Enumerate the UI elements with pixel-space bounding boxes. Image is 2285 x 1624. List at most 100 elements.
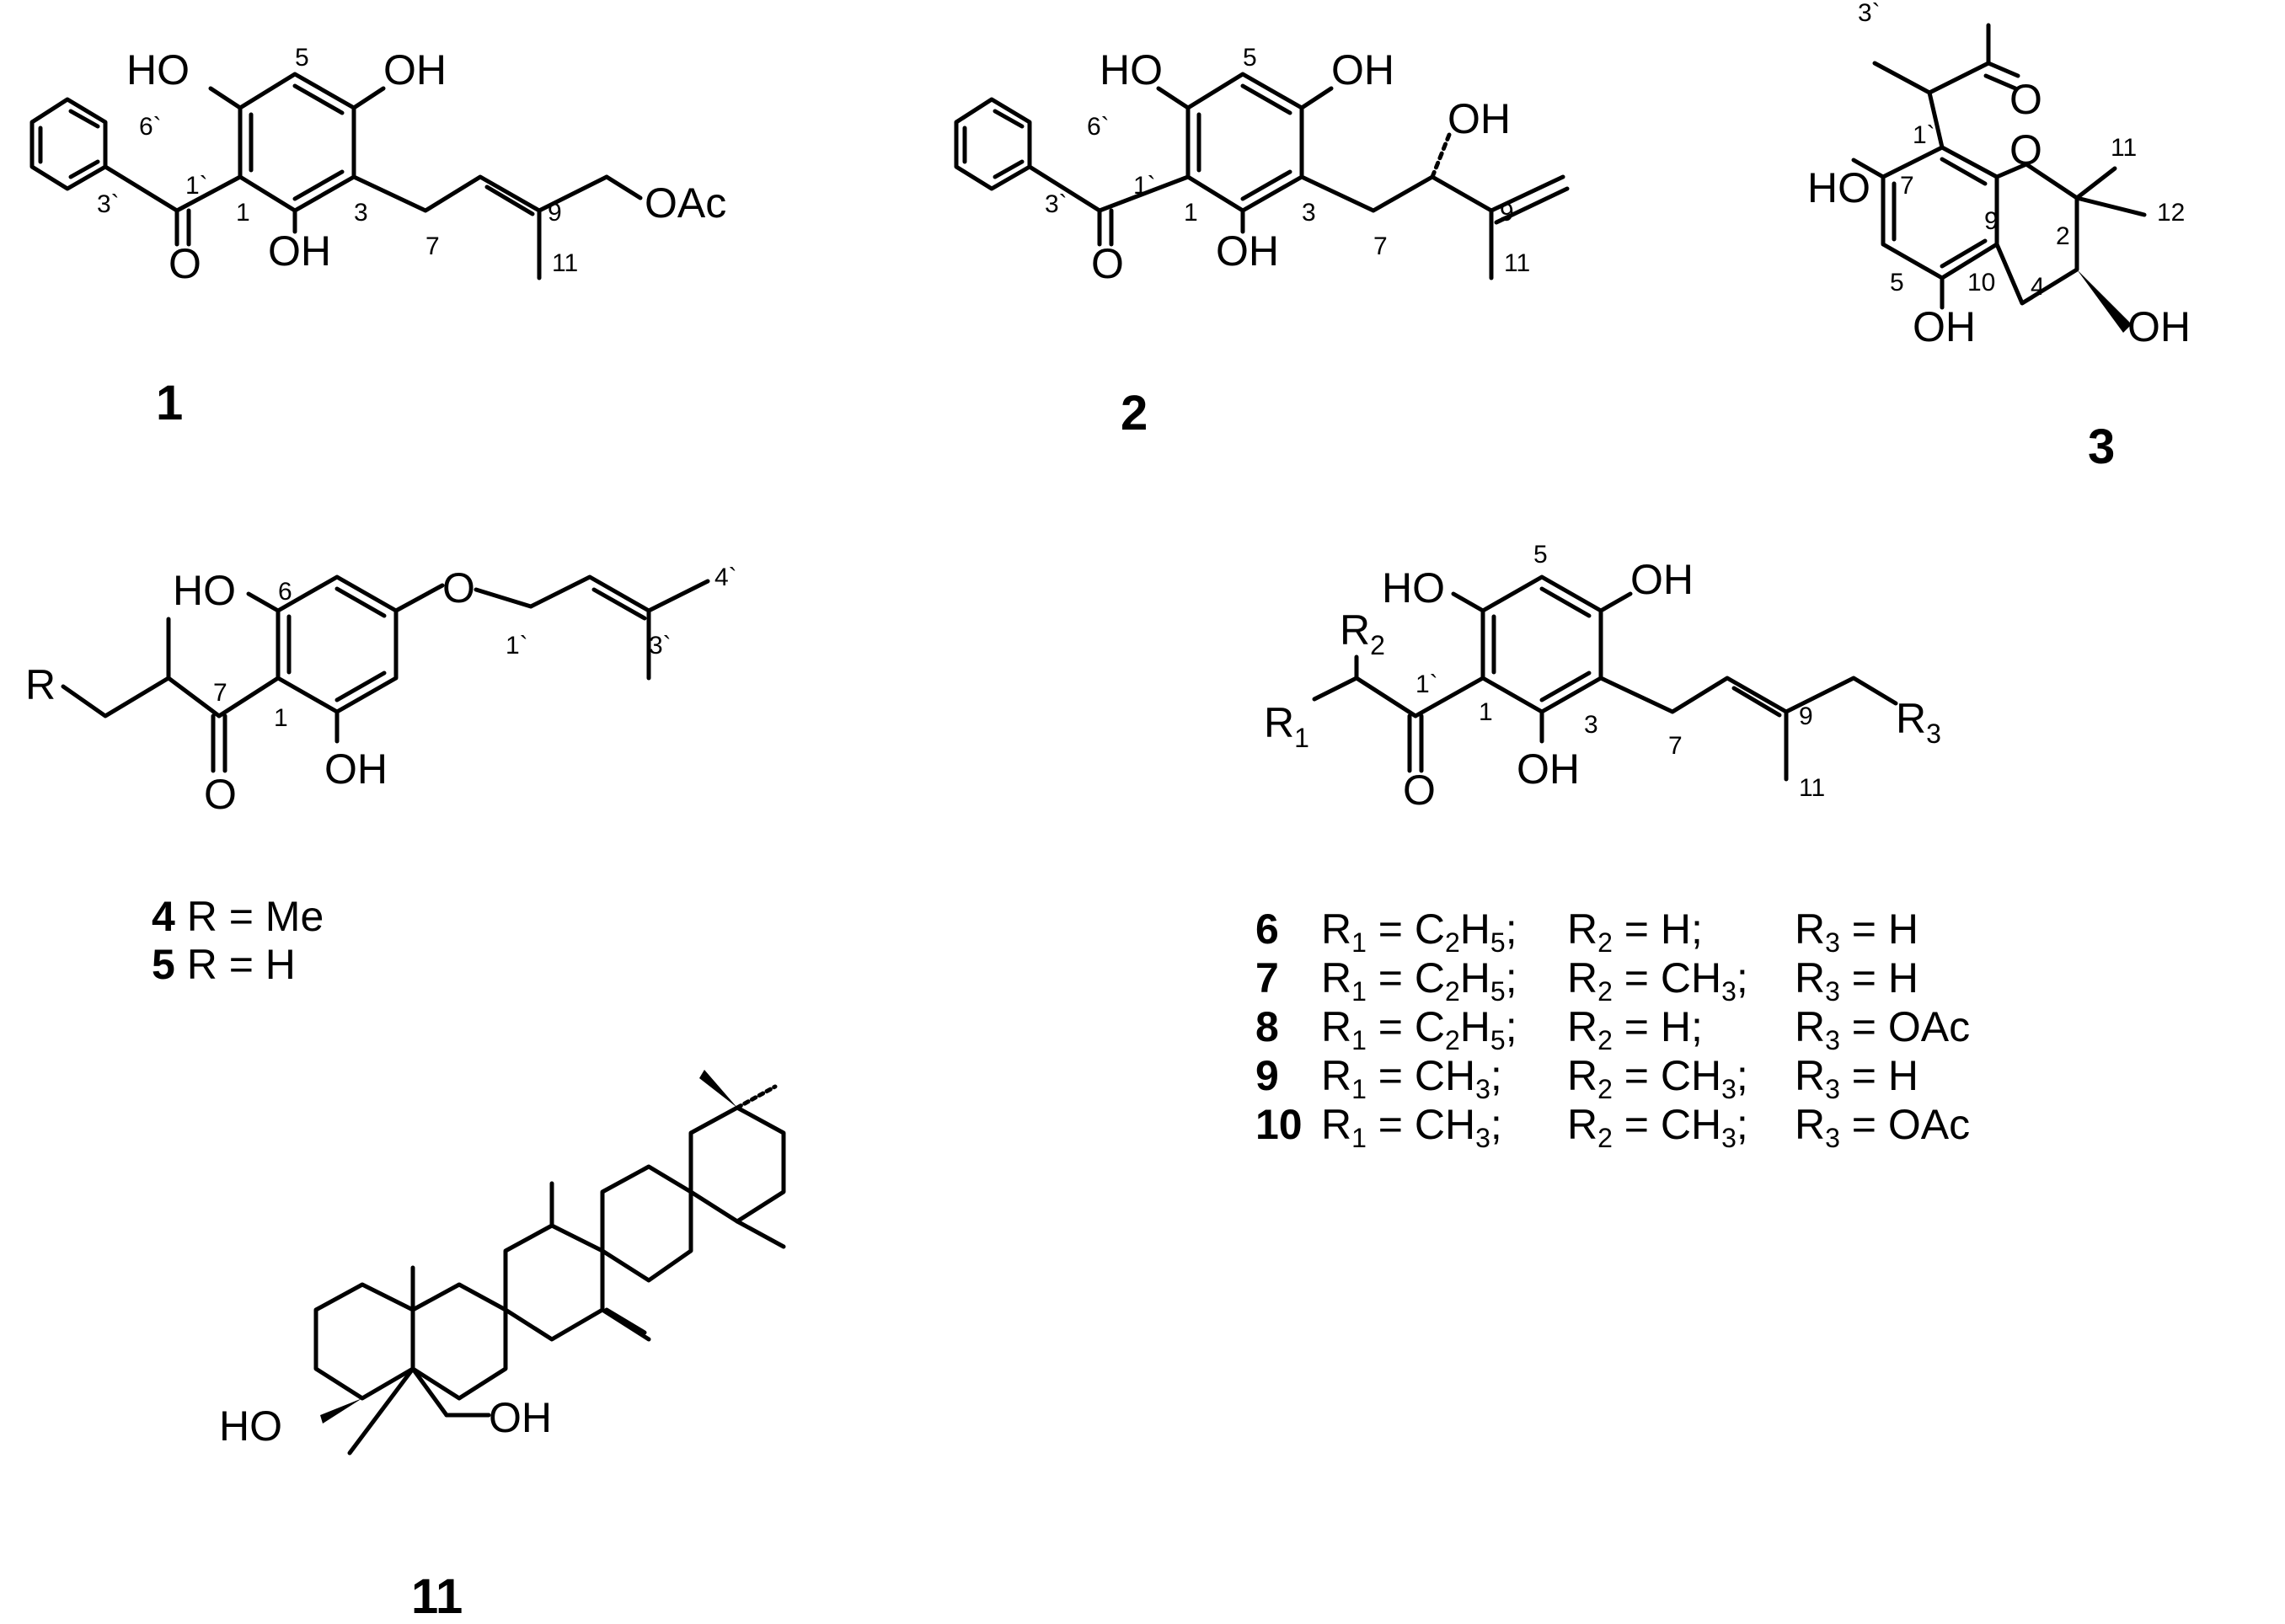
c610-legend-id-10: 10 xyxy=(1255,1101,1303,1148)
c2-n7: 7 xyxy=(1373,232,1388,260)
c3-carbonyl-o: O xyxy=(2009,76,2042,123)
c1-n6p: 6` xyxy=(139,113,162,141)
c610-legend-id-7: 7 xyxy=(1255,954,1279,1002)
c11-oh-left: HO xyxy=(219,1402,282,1450)
c45-oh-top: HO xyxy=(173,567,236,614)
c1-carbonyl-o: O xyxy=(169,240,201,287)
c610-legend-r2-7: R2 = CH3; xyxy=(1567,954,1748,1007)
c610-legend-r1-10: R1 = CH3; xyxy=(1321,1101,1502,1153)
c610-oh-top-right: OH xyxy=(1630,556,1694,603)
c610-legend-r2-9: R2 = CH3; xyxy=(1567,1052,1748,1104)
c2-n5: 5 xyxy=(1243,44,1257,72)
c610-legend-r1-8: R1 = C2H5; xyxy=(1321,1003,1517,1055)
c3-n10: 10 xyxy=(1967,269,1995,296)
c610-legend-r1-6: R1 = C2H5; xyxy=(1321,905,1517,958)
c610-legend: 6 R1 = C2H5; R2 = H; R3 = H 7 R1 = C2H5; R2 = … xyxy=(1255,905,1970,1153)
c3-n3p: 3` xyxy=(1858,0,1881,27)
c3-n7: 7 xyxy=(1900,172,1914,200)
c2-n9: 9 xyxy=(1500,199,1514,227)
compound-4-5-structure: HO OH O O R 6 7 1 1` 3` 4` 4 R = Me 5 R … xyxy=(25,564,737,988)
c610-legend-r3-6: R3 = H xyxy=(1795,905,1918,958)
c1-n3p: 3` xyxy=(97,190,120,218)
c610-n11: 11 xyxy=(1799,774,1825,802)
c610-legend-r3-9: R3 = H xyxy=(1795,1052,1918,1104)
c2-n3: 3 xyxy=(1302,199,1316,227)
c3-n12: 12 xyxy=(2157,199,2185,227)
c610-carbonyl-o: O xyxy=(1403,767,1436,814)
c45-r: R xyxy=(25,661,56,708)
c3-id: 3 xyxy=(2088,419,2115,474)
c2-n1p: 1` xyxy=(1133,172,1156,200)
c45-oh-bottom: OH xyxy=(324,745,388,793)
c610-legend-r2-10: R2 = CH3; xyxy=(1567,1101,1748,1153)
c45-legend-5: 5 R = H xyxy=(152,941,296,988)
c45-n1: 1 xyxy=(274,704,288,732)
c2-oh-top-right: OH xyxy=(1331,46,1394,93)
c610-oh-bottom: OH xyxy=(1517,745,1580,793)
c610-legend-id-9: 9 xyxy=(1255,1052,1279,1099)
c1-n5: 5 xyxy=(295,44,309,72)
c1-n3: 3 xyxy=(354,199,368,227)
c610-legend-r2-8: R2 = H; xyxy=(1567,1003,1703,1055)
c610-legend-r2-6: R2 = H; xyxy=(1567,905,1703,958)
c2-oh-bottom: OH xyxy=(1216,227,1279,275)
c610-legend-r1-9: R1 = CH3; xyxy=(1321,1052,1502,1104)
c3-n1p: 1` xyxy=(1913,121,1935,149)
c610-n1: 1 xyxy=(1479,698,1493,726)
c3-ring-o: O xyxy=(2009,126,2042,174)
c11-id: 11 xyxy=(411,1569,463,1624)
compound-3-structure: HO OH OH O O 3` 1` 7 9 11 2 12 5 10 4 3 xyxy=(1807,0,2191,474)
c2-carbonyl-o: O xyxy=(1091,240,1124,287)
c610-legend-r3-8: R3 = OAc xyxy=(1795,1003,1970,1055)
c3-n5: 5 xyxy=(1890,269,1904,296)
c2-id: 2 xyxy=(1121,386,1148,441)
c3-n11: 11 xyxy=(2111,134,2137,162)
c3-oh-left: HO xyxy=(1807,164,1870,211)
c45-legend-4: 4 R = Me xyxy=(152,893,324,940)
c610-n9: 9 xyxy=(1799,702,1813,730)
c2-n3p: 3` xyxy=(1045,190,1068,218)
c610-legend-r3-7: R3 = H xyxy=(1795,954,1918,1007)
c45-n4p: 4` xyxy=(714,564,737,591)
c45-n7: 7 xyxy=(213,679,227,707)
c610-oh-top-left: HO xyxy=(1382,564,1445,612)
c3-n2: 2 xyxy=(2056,222,2070,250)
c2-n6p: 6` xyxy=(1087,113,1110,141)
compound-2-structure: HO OH OH OH O 5 6` 1` 3` 1 3 7 9 11 2 xyxy=(954,44,1570,441)
c610-r3: R3 xyxy=(1896,695,1941,749)
c610-legend-id-6: 6 xyxy=(1255,905,1279,953)
c610-n7: 7 xyxy=(1668,732,1683,760)
c3-n9: 9 xyxy=(1984,207,1999,235)
c2-n1: 1 xyxy=(1184,199,1198,227)
c45-n6: 6 xyxy=(278,578,292,606)
c2-n11: 11 xyxy=(1504,249,1530,277)
c45-n3p: 3` xyxy=(649,632,672,660)
c11-oh-right: OH xyxy=(489,1394,552,1441)
c1-n7: 7 xyxy=(425,232,440,260)
c610-legend-r3-10: R3 = OAc xyxy=(1795,1101,1970,1153)
c610-legend-r1-7: R1 = C2H5; xyxy=(1321,954,1517,1007)
c1-oh-top-right: OH xyxy=(383,46,447,93)
c3-oh-bottom: OH xyxy=(1913,303,1976,350)
compound-1-structure: HO OH OH O OAc 5 6` 1` 3` 1 3 7 9 11 1 xyxy=(29,44,726,430)
c610-n5: 5 xyxy=(1533,541,1548,569)
c3-oh-right: OH xyxy=(2127,303,2191,350)
c1-n1: 1 xyxy=(236,199,250,227)
compound-6-10-structure: HO OH OH O R1 R2 R3 5 1` 1 3 7 9 11 6 R1 … xyxy=(1255,541,1970,1153)
c610-n1p: 1` xyxy=(1415,670,1438,698)
c45-carbonyl-o: O xyxy=(204,771,237,818)
c1-id: 1 xyxy=(156,376,183,430)
c2-oh-top-left: HO xyxy=(1100,46,1163,93)
c610-r1: R1 xyxy=(1264,699,1309,753)
c45-ether-o: O xyxy=(442,564,475,612)
c610-n3: 3 xyxy=(1584,711,1598,739)
c1-n11: 11 xyxy=(552,249,578,277)
c610-legend-id-8: 8 xyxy=(1255,1003,1279,1050)
c610-r2: R2 xyxy=(1340,606,1385,660)
c1-n9: 9 xyxy=(548,199,562,227)
compound-11-structure: HO OH 11 xyxy=(219,1070,786,1624)
c1-oh-top-left: HO xyxy=(126,46,190,93)
c45-n1p: 1` xyxy=(506,632,528,660)
c2-oh-side: OH xyxy=(1448,95,1511,142)
